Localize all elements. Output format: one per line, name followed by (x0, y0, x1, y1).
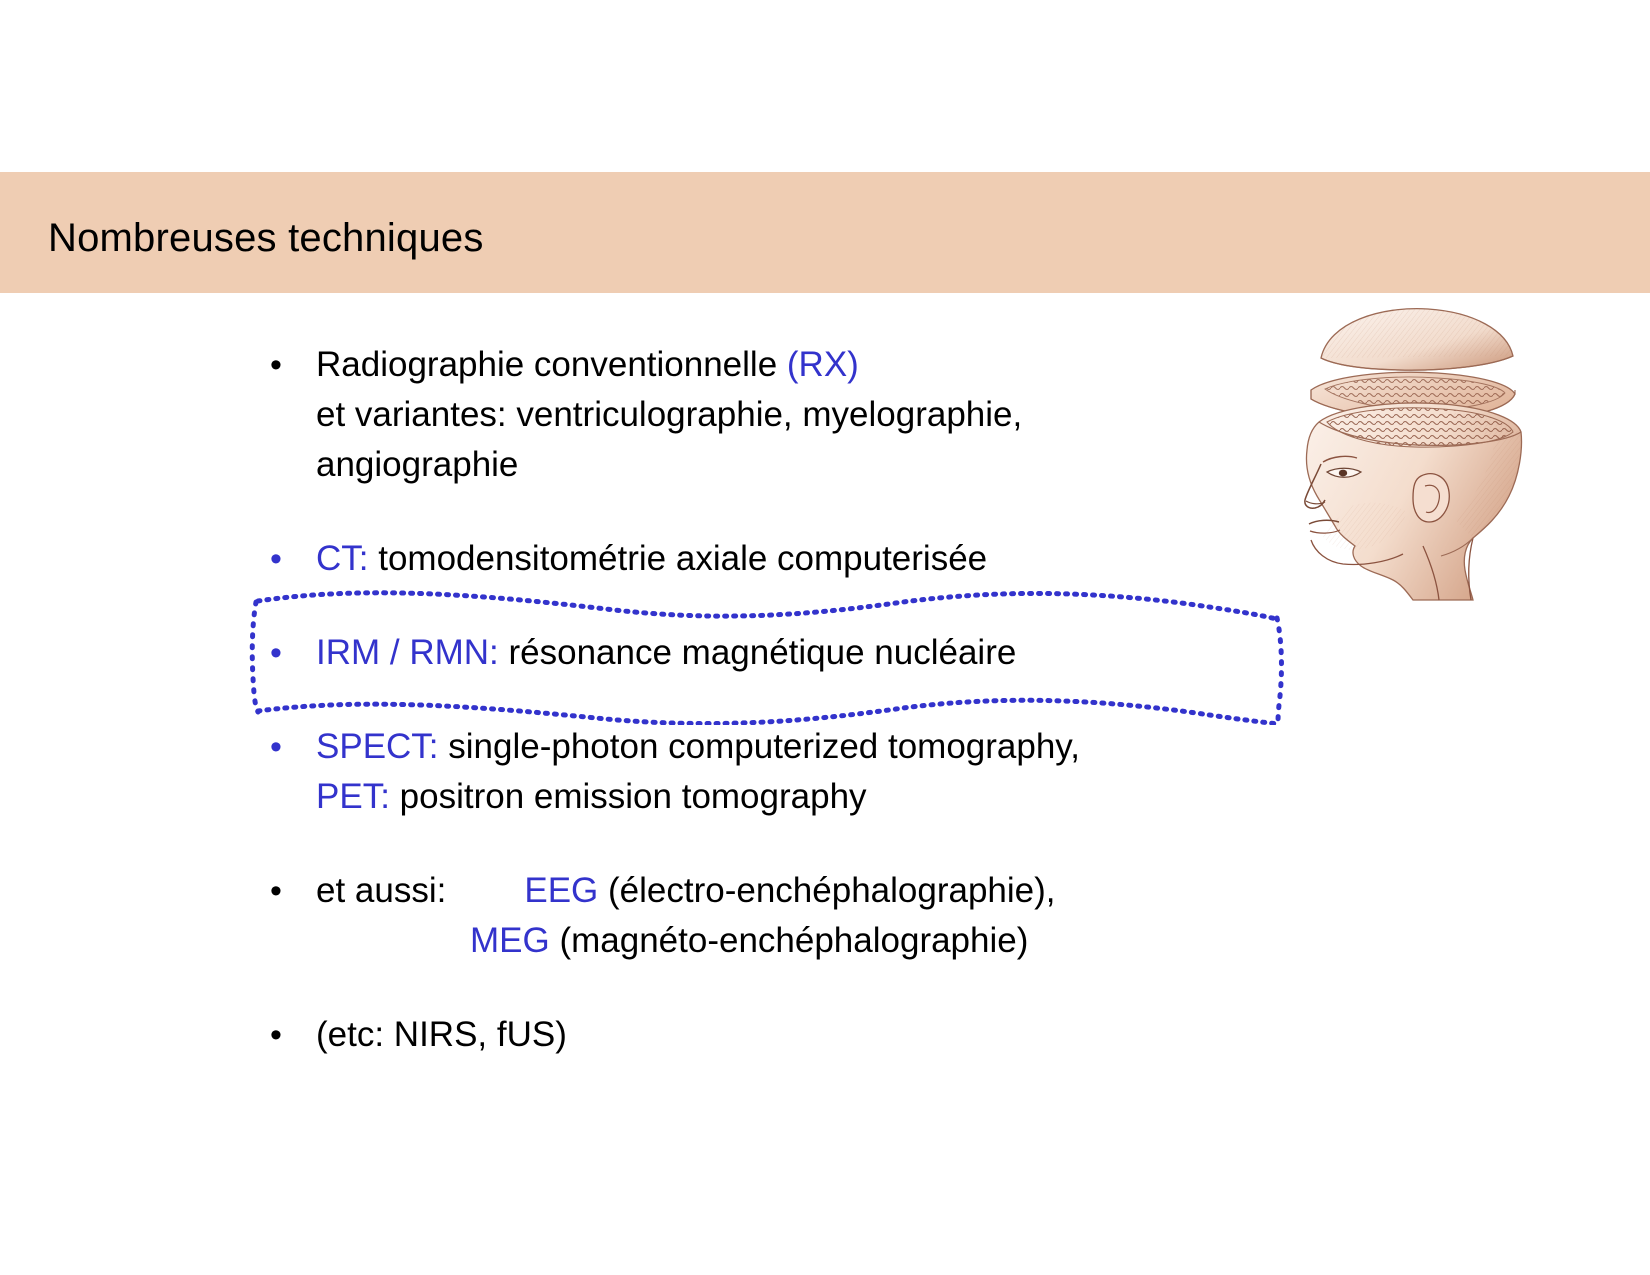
bullet-item-et-aussi: • et aussi: EEG (électro-enchéphalographi… (270, 866, 1270, 966)
bullet-marker-icon: • (270, 1016, 282, 1054)
bullet-line: PET: positron emission tomography (316, 772, 1270, 822)
bullet-line: IRM / RMN: résonance magnétique nucléair… (316, 628, 1270, 678)
spacer (270, 822, 1270, 866)
spacer (270, 678, 1270, 722)
bullet-segment-accent: CT: (316, 539, 369, 578)
bullet-marker-icon: • (270, 540, 282, 578)
bullet-segment-accent: (RX) (786, 345, 859, 384)
bullet-text-rx: Radiographie conventionnelle (RX) et var… (316, 340, 1270, 490)
bullet-segment-accent: PET: (316, 777, 390, 816)
bullet-marker-icon: • (270, 346, 282, 384)
bullet-segment: (électro-enchéphalographie), (598, 871, 1056, 910)
spacer (270, 490, 1270, 534)
bullet-segment: tomodensitométrie axiale computerisée (368, 539, 988, 578)
bullet-text-irm: IRM / RMN: résonance magnétique nucléair… (316, 628, 1270, 678)
bullet-segment-accent: EEG (524, 871, 599, 910)
bullet-line: SPECT: single-photon computerized tomogr… (316, 722, 1270, 772)
bullet-item-etc: • (etc: NIRS, fUS) (270, 1010, 1270, 1060)
bullet-marker-icon: • (270, 728, 282, 766)
exploded-head-brain-illustration (1295, 300, 1530, 605)
bullet-line: et aussi: EEG (électro-enchéphalographie)… (316, 866, 1270, 916)
bullet-text-etc: (etc: NIRS, fUS) (316, 1010, 1270, 1060)
bullet-item-rx: • Radiographie conventionnelle (RX) et v… (270, 340, 1270, 490)
bullet-text-et-aussi: et aussi: EEG (électro-enchéphalographie)… (316, 866, 1270, 966)
bullet-text-spect-pet: SPECT: single-photon computerized tomogr… (316, 722, 1270, 822)
skull-cap-shape (1320, 307, 1514, 371)
bullet-text-ct: CT: tomodensitométrie axiale computerisé… (316, 534, 1270, 584)
bullet-segment-accent: MEG (470, 921, 550, 960)
bullet-marker-icon: • (270, 634, 282, 672)
bullet-line: MEG (magnéto-enchéphalographie) (316, 916, 1270, 966)
bullet-segment: résonance magnétique nucléaire (498, 633, 1017, 672)
bullet-line: Radiographie conventionnelle (RX) (316, 340, 1270, 390)
annotation-edge-left (249, 599, 261, 715)
spacer (270, 966, 1270, 1010)
bullet-segment-accent: SPECT: (316, 727, 439, 766)
bullet-list: • Radiographie conventionnelle (RX) et v… (270, 340, 1270, 1060)
bullet-line: (etc: NIRS, fUS) (316, 1015, 567, 1054)
bullet-item-spect-pet: • SPECT: single-photon computerized tomo… (270, 722, 1270, 822)
title-band: Nombreuses techniques (0, 172, 1650, 293)
bullet-segment: (magnéto-enchéphalographie) (549, 921, 1029, 960)
bullet-line: angiographie (316, 445, 519, 484)
page-title: Nombreuses techniques (48, 216, 484, 260)
bullet-segment: positron emission tomography (389, 777, 867, 816)
bullet-segment: et aussi: (316, 871, 447, 910)
head-profile-shape (1304, 402, 1523, 601)
bullet-marker-icon: • (270, 872, 282, 910)
spacer (270, 584, 1270, 628)
bullet-line: et variantes: ventriculographie, myelogr… (316, 395, 1023, 434)
bullet-item-ct: • CT: tomodensitométrie axiale computeri… (270, 534, 1270, 584)
bullet-segment: single-photon computerized tomography, (438, 727, 1080, 766)
bullet-item-irm: • IRM / RMN: résonance magnétique nucléa… (270, 628, 1270, 678)
bullet-line: CT: tomodensitométrie axiale computerisé… (316, 534, 1270, 584)
bullet-segment-accent: IRM / RMN: (316, 633, 499, 672)
annotation-edge-right (1274, 615, 1284, 725)
bullet-segment: Radiographie conventionnelle (316, 345, 787, 384)
